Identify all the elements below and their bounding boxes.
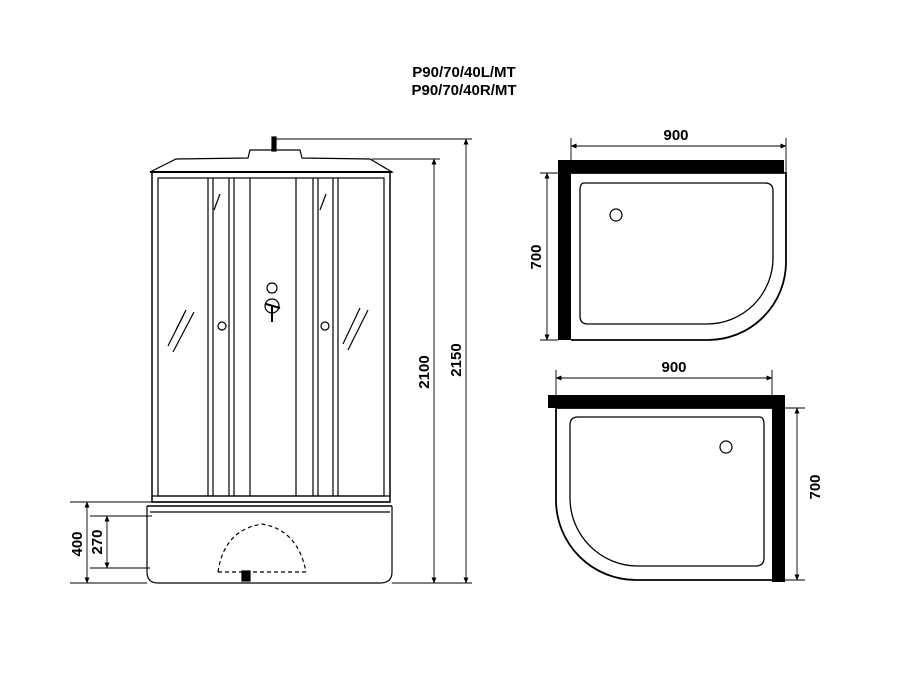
front-view: [146, 136, 395, 584]
wall-side-right: [772, 395, 785, 582]
wall-side-left: [558, 160, 571, 340]
drain-icon-left: [609, 208, 623, 222]
front-view-dimensions: [70, 138, 472, 584]
dim-label-2150: 2150: [448, 343, 465, 376]
drain-icon-right: [719, 440, 733, 454]
dim-label-270: 270: [89, 529, 106, 554]
dim-label-900-right: 900: [661, 359, 686, 376]
mixer-icon: [264, 282, 281, 322]
tray-inner-right: [569, 416, 765, 567]
tray-outline-right: [555, 407, 772, 581]
cabin-frame-inner: [157, 177, 385, 497]
dim-label-2100: 2100: [416, 355, 433, 388]
tray-inner-dashed: [217, 523, 307, 573]
wall-back-left: [558, 160, 784, 173]
model-titles: P90/70/40L/MT P90/70/40R/MT: [0, 64, 900, 100]
dim-label-900-left: 900: [663, 127, 688, 144]
top-view-left-dimensions: [540, 138, 787, 341]
tray-base: [146, 506, 393, 584]
top-view-left: [558, 160, 787, 341]
tray-outline-left: [571, 172, 787, 341]
dim-label-700-left: 700: [528, 244, 545, 269]
roof-dome: [149, 149, 395, 173]
dim-label-700-right: 700: [807, 474, 824, 499]
door-handle-left: [217, 321, 227, 331]
top-view-right-dimensions: [555, 370, 805, 581]
wall-back-right: [548, 395, 785, 408]
top-view-right: [548, 395, 785, 582]
dim-label-400: 400: [69, 531, 86, 556]
drain-spout: [241, 570, 251, 582]
door-handle-right: [320, 321, 330, 331]
model-title-right: P90/70/40R/MT: [411, 82, 517, 99]
model-title-left: P90/70/40L/MT: [412, 64, 516, 81]
shower-head-pipe: [271, 136, 277, 152]
tray-inner-left: [579, 182, 774, 325]
